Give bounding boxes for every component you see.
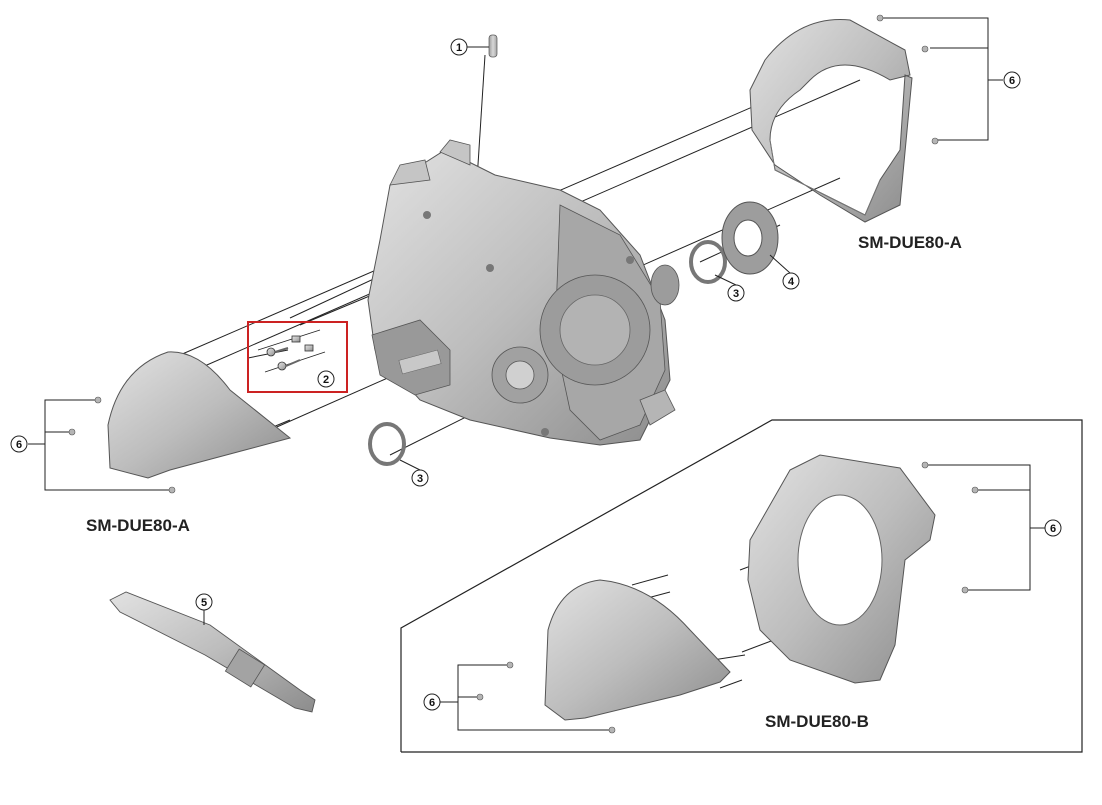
callout-4: 4 (769, 254, 800, 290)
part-3-oring-b (368, 422, 406, 466)
callout-6-bottom-left: 6 (423, 693, 441, 711)
svg-text:6: 6 (1009, 75, 1015, 87)
callout-6-left: 6 (10, 435, 28, 453)
svg-text:4: 4 (788, 276, 795, 288)
svg-text:5: 5 (201, 597, 207, 609)
svg-text:3: 3 (417, 473, 423, 485)
cover-bottom-middle (544, 579, 731, 721)
screws (68, 14, 979, 734)
highlight-box (247, 321, 348, 393)
svg-text:6: 6 (1050, 523, 1056, 535)
callout-6-top-right: 6 (1003, 71, 1021, 89)
cover-left (107, 351, 292, 479)
part-2-bolts (257, 329, 326, 373)
part-4-lockring (721, 201, 779, 275)
svg-text:6: 6 (429, 697, 435, 709)
part-3-oring-a (689, 240, 727, 284)
callout-3-bottom: 3 (399, 459, 429, 487)
model-label-a-top: SM-DUE80-A (858, 233, 962, 252)
drive-unit-motor (367, 139, 680, 446)
callouts: 1 2 3 3 4 5 6 (10, 38, 1062, 711)
svg-text:6: 6 (16, 439, 22, 451)
callout-2: 2 (317, 370, 335, 388)
svg-text:1: 1 (456, 42, 462, 54)
model-b-frame (400, 419, 1083, 753)
cover-top-right (749, 19, 913, 223)
part-5-tool (109, 591, 316, 713)
cover-bottom-right (747, 454, 936, 684)
callout-5: 5 (195, 593, 213, 625)
part-1-pin (488, 34, 498, 58)
svg-text:2: 2 (323, 374, 329, 386)
callout-3-top: 3 (714, 274, 745, 302)
callout-1: 1 (450, 38, 489, 56)
svg-text:3: 3 (733, 288, 739, 300)
callout-6-bottom-right: 6 (1044, 519, 1062, 537)
model-label-b: SM-DUE80-B (765, 712, 869, 731)
model-label-a-left: SM-DUE80-A (86, 516, 190, 535)
